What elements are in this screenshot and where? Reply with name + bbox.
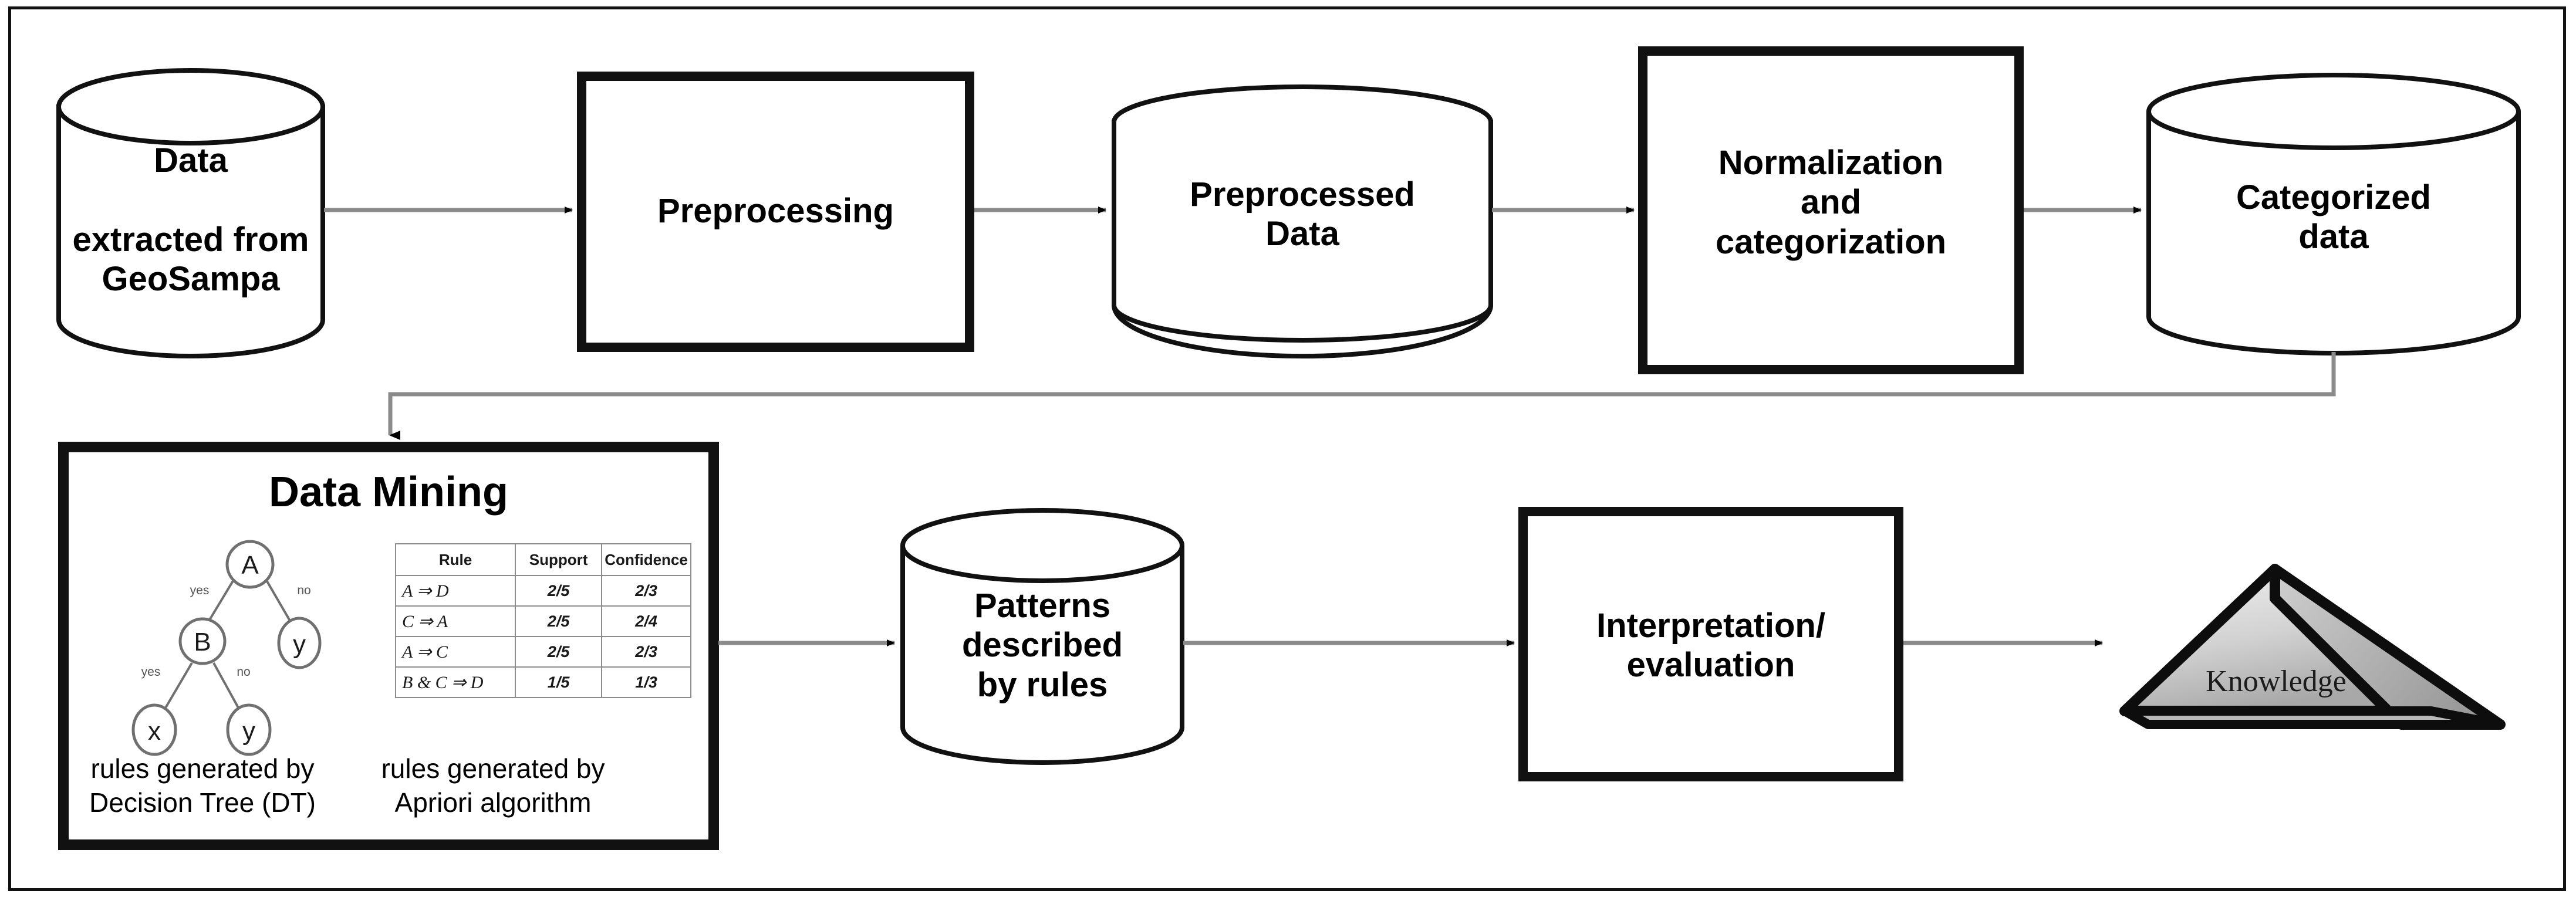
tree-edge-label-no-1: no <box>297 584 310 597</box>
label-interpretation: Interpretation/ evaluation <box>1523 604 1899 686</box>
label-interpretation-line1: Interpretation/ <box>1596 606 1825 645</box>
tree-node-x: x <box>148 717 161 746</box>
label-data-mining-title: Data Mining <box>63 466 714 519</box>
rule-cell: A ⇒ C <box>395 636 516 668</box>
tree-node-y1: y <box>293 630 306 659</box>
tree-node-B: B <box>194 628 211 656</box>
label-categorized-line2: data <box>2298 218 2369 256</box>
rules-table-header-support: Support <box>514 543 603 576</box>
node-interpretation-box <box>1518 507 1903 781</box>
support-cell: 2/5 <box>514 636 603 668</box>
label-data-source-bold: Data <box>154 141 228 180</box>
label-normalization-line2: and <box>1800 183 1862 222</box>
label-normalization-line3: categorization <box>1715 222 1947 261</box>
node-preprocessing-box <box>577 72 974 352</box>
table-row: A ⇒ C 2/5 2/3 <box>395 636 691 668</box>
node-knowledge-pyramid: Knowledge <box>2119 564 2506 730</box>
confidence-cell: 1/3 <box>601 666 691 698</box>
label-patterns-line2: by rules <box>977 665 1108 704</box>
node-normalization-box <box>1638 46 2024 374</box>
label-preprocessed-data: Preprocessed Data <box>1114 175 1491 253</box>
support-cell: 1/5 <box>514 666 603 698</box>
support-cell: 2/5 <box>514 605 603 637</box>
label-preprocessing: Preprocessing <box>582 176 970 246</box>
node-preprocessed-data <box>1112 84 1493 359</box>
tree-node-A: A <box>241 551 259 580</box>
confidence-cell: 2/3 <box>601 636 691 668</box>
edge-categorized-to-datamining <box>388 352 2336 440</box>
caption-apriori-text: rules generated by Apriori algorithm <box>381 753 605 818</box>
label-preprocessing-text: Preprocessing <box>657 192 894 231</box>
rules-table: Rule Support Confidence A ⇒ D 2/5 2/3 C … <box>395 543 691 698</box>
label-patterns-line1: Patterns described <box>962 587 1123 665</box>
knowledge-label: Knowledge <box>2206 665 2347 698</box>
label-preprocessed-line2: Data <box>1265 215 1339 253</box>
tree-edge-label-no-2: no <box>237 665 250 679</box>
flow-connectors <box>324 206 2336 646</box>
confidence-cell: 2/3 <box>601 575 691 607</box>
rules-table-header-rule: Rule <box>395 543 516 576</box>
label-interpretation-line2: evaluation <box>1626 646 1795 684</box>
tree-edge-label-yes-2: yes <box>141 665 161 679</box>
caption-decision-tree: rules generated by Decision Tree (DT) <box>65 752 340 820</box>
tree-node-y2: y <box>242 717 255 746</box>
label-normalization: Normalization and categorization <box>1643 141 2019 264</box>
table-row: C ⇒ A 2/5 2/4 <box>395 605 691 637</box>
label-patterns: Patterns described by rules <box>897 587 1188 704</box>
node-data-source <box>56 68 325 358</box>
table-row: A ⇒ D 2/5 2/3 <box>395 575 691 607</box>
confidence-cell: 2/4 <box>601 605 691 637</box>
label-categorized-data: Categorized data <box>2149 178 2518 256</box>
node-categorized-data <box>2146 73 2521 355</box>
label-data-source: Data extracted from GeoSampa <box>62 141 320 298</box>
caption-decision-tree-text: rules generated by Decision Tree (DT) <box>89 753 316 818</box>
rules-table-header-row: Rule Support Confidence <box>395 543 691 576</box>
label-data-source-line2: GeoSampa <box>102 260 280 299</box>
label-data-mining-title-text: Data Mining <box>269 469 508 516</box>
node-patterns <box>900 508 1184 765</box>
rule-cell: B & C ⇒ D <box>395 666 516 698</box>
label-categorized-line1: Categorized <box>2236 178 2431 216</box>
rule-cell: A ⇒ D <box>395 575 516 607</box>
label-preprocessed-line1: Preprocessed <box>1190 175 1415 214</box>
support-cell: 2/5 <box>514 575 603 607</box>
rules-table-header-confidence: Confidence <box>601 543 691 576</box>
rule-cell: C ⇒ A <box>395 605 516 637</box>
table-row: B & C ⇒ D 1/5 1/3 <box>395 666 691 698</box>
tree-edge-label-yes-1: yes <box>190 584 210 597</box>
decision-tree-graphic: A B y x y yes no yes no <box>131 540 322 756</box>
label-data-source-rest: extracted from <box>72 221 309 259</box>
caption-apriori: rules generated by Apriori algorithm <box>340 752 646 820</box>
label-normalization-line1: Normalization <box>1718 144 1944 182</box>
